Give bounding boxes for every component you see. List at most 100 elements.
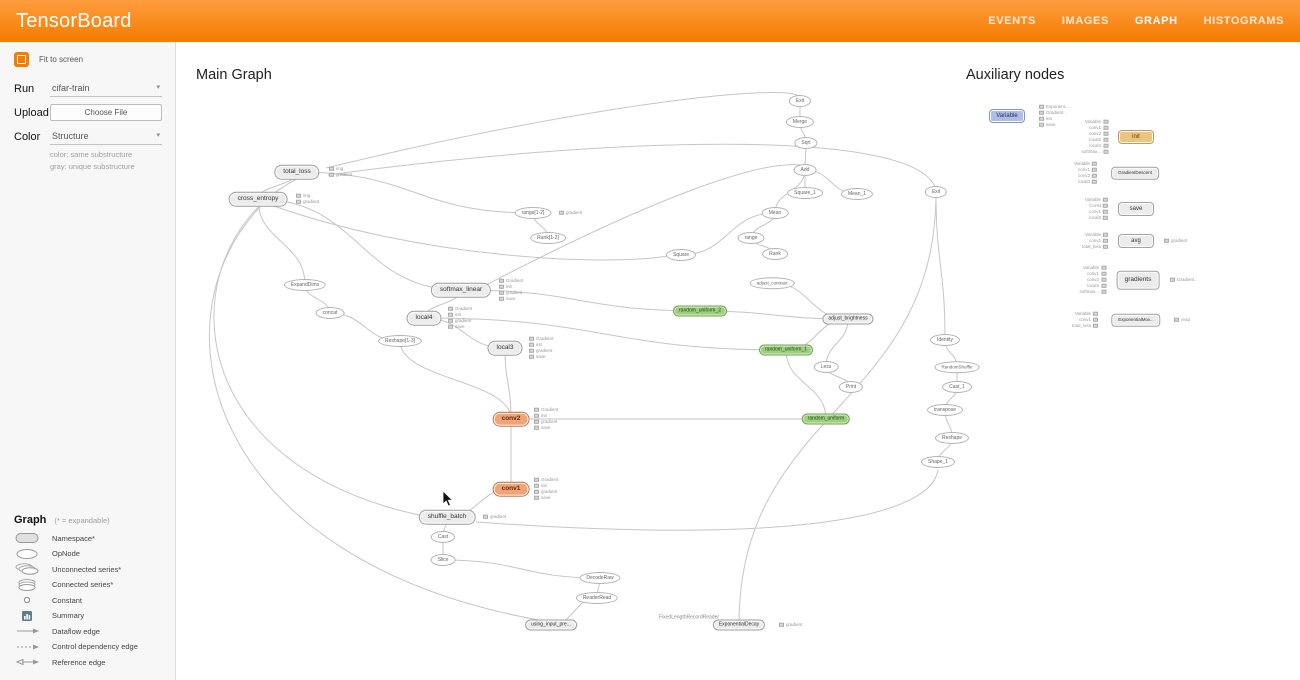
graph-node-aux_gd[interactable]: GradientDescent [1111, 167, 1159, 180]
annotation-icon [1103, 198, 1108, 202]
node-annotations[interactable]: Variableconv1conv2local3local4softmax... [1081, 120, 1108, 155]
graph-node-using_input[interactable]: using_input_pre... [525, 620, 577, 631]
annotation-icon [499, 285, 504, 289]
graph-node-conv2[interactable]: conv2 [493, 412, 530, 427]
node-annotations[interactable]: Gradient... [1170, 278, 1198, 283]
graph-node-expanddims[interactable]: ExpandDims [284, 279, 326, 291]
annotation-icon [1039, 111, 1044, 115]
run-select[interactable]: cifar-train [50, 80, 162, 97]
graph-node-square_1[interactable]: Square_1 [787, 187, 823, 199]
upload-label: Upload [14, 107, 50, 119]
fit-to-screen-icon[interactable] [14, 52, 29, 67]
node-annotations[interactable]: Exponent...Gradient...initsave [1039, 105, 1069, 128]
graph-node-shape_1[interactable]: Shape_1 [921, 456, 955, 468]
node-annotations[interactable]: VariableConstconv1local3 [1085, 198, 1108, 221]
annotation-icon [1093, 324, 1098, 328]
annotation-icon [1174, 318, 1179, 322]
graph-node-aux_save[interactable]: save [1118, 202, 1154, 216]
annotation-icon [1103, 233, 1108, 237]
graph-node-identity[interactable]: Identity [930, 334, 960, 346]
annotation-icon [529, 355, 534, 359]
annotation-icon [499, 291, 504, 295]
annotation-icon [329, 173, 334, 177]
annotation-icon [1092, 162, 1097, 166]
graph-node-square[interactable]: Square [666, 249, 696, 261]
graph-node-less[interactable]: Less [814, 361, 839, 373]
node-annotations[interactable]: gradient [559, 211, 582, 216]
fit-to-screen-button[interactable]: Fit to screen [0, 42, 175, 73]
graph-node-transpose[interactable]: transpose [927, 404, 963, 416]
graph-node-random_uniform_1[interactable]: random_uniform_1 [759, 345, 813, 356]
graph-node-reshape[interactable]: Reshape [935, 432, 969, 444]
graph-node-shuffle_batch[interactable]: shuffle_batch [419, 510, 476, 525]
tab-graph[interactable]: GRAPH [1135, 15, 1178, 27]
graph-node-sqrt[interactable]: Sqrt [794, 137, 817, 149]
node-annotations[interactable]: read [1174, 318, 1190, 323]
graph-node-aux_avg[interactable]: avg [1118, 234, 1154, 248]
tab-images[interactable]: IMAGES [1062, 15, 1109, 27]
graph-node-print[interactable]: Print [839, 381, 863, 393]
graph-node-mean[interactable]: Mean [762, 207, 789, 219]
annotation-icon [1103, 204, 1108, 208]
graph-node-reshape13[interactable]: Reshape[1-3] [378, 335, 422, 347]
graph-node-conv1[interactable]: conv1 [493, 482, 530, 497]
node-annotations[interactable]: Gradientinitgradientsave [499, 279, 523, 302]
legend-label: Namespace* [52, 534, 95, 543]
node-annotations[interactable]: gradient [1164, 239, 1187, 244]
graph-node-adjust_brightness[interactable]: adjust_brightness [822, 314, 873, 325]
graph-node-aux_ema[interactable]: ExponentialMov... [1111, 314, 1160, 327]
node-annotations[interactable]: gradient [779, 623, 802, 628]
node-annotations[interactable]: Variableconv1total_loss [1082, 233, 1108, 250]
node-annotations[interactable]: Gradientinitgradientsave [534, 408, 558, 431]
graph-node-readerread[interactable]: ReaderRead [576, 592, 618, 604]
choose-file-button[interactable]: Choose File [50, 104, 162, 121]
series-unconnected-icon [14, 562, 44, 576]
node-annotations[interactable]: Variableconv1conv2local4softmax... [1079, 266, 1106, 295]
graph-node-range_s[interactable]: range [738, 232, 765, 244]
graph-canvas[interactable]: total_loss imggradient cross_entropy imggra… [176, 42, 1300, 680]
graph-node-add[interactable]: Add [794, 164, 817, 176]
graph-node-softmax_linear[interactable]: softmax_linear [431, 283, 491, 298]
graph-node-rank_s[interactable]: Rank [762, 248, 788, 260]
node-annotations[interactable]: gradient [483, 515, 506, 520]
graph-node-decoderaw[interactable]: DecodeRaw [579, 572, 620, 584]
node-annotations[interactable]: Gradientinitgradientsave [448, 307, 472, 330]
graph-node-rank12[interactable]: Rank[1-2] [530, 232, 566, 244]
node-annotations[interactable]: Variableconv1conv2local3 [1074, 162, 1097, 185]
graph-node-local4[interactable]: local4 [407, 311, 442, 326]
graph-node-random_uniform_2[interactable]: random_uniform_2 [673, 306, 727, 317]
control-dep-icon [14, 640, 44, 654]
graph-node-aux_variable[interactable]: Variable [989, 109, 1025, 123]
annotation-icon [483, 515, 488, 519]
tab-events[interactable]: EVENTS [988, 15, 1036, 27]
graph-node-cast[interactable]: Cast [431, 531, 455, 543]
node-annotations[interactable]: Variableconv1total_loss [1072, 312, 1098, 329]
tab-histograms[interactable]: HISTOGRAMS [1204, 15, 1284, 27]
graph-node-aux_init[interactable]: init [1118, 130, 1154, 144]
graph-node-range12[interactable]: range[1-2] [515, 207, 552, 219]
annotation-icon [534, 484, 539, 488]
node-annotations[interactable]: imggradient [296, 194, 319, 205]
node-annotations[interactable]: Gradientinitgradientsave [534, 478, 558, 501]
graph-node-aux_grads[interactable]: gradients [1117, 271, 1160, 290]
graph-node-local3[interactable]: local3 [488, 341, 523, 356]
graph-node-concat[interactable]: concat [316, 307, 345, 319]
graph-node-random_uniform[interactable]: random_uniform [802, 414, 850, 425]
main-graph-title: Main Graph [196, 67, 272, 83]
graph-node-exp_decay[interactable]: ExponentialDecay [713, 620, 765, 631]
color-select[interactable]: Structure [50, 128, 162, 145]
node-annotations[interactable]: imggradient [329, 167, 352, 178]
graph-node-exit_1[interactable]: Exit [925, 186, 947, 198]
graph-node-randomsh[interactable]: RandomShuffle [935, 361, 980, 373]
graph-node-total_loss[interactable]: total_loss [274, 165, 319, 180]
graph-node-cast_1[interactable]: Cast_1 [942, 381, 972, 393]
graph-node-slice[interactable]: Slice [431, 554, 456, 566]
annotation-icon [1103, 150, 1108, 154]
graph-node-adj_contrast[interactable]: adjust_contrast [750, 277, 795, 289]
legend-label: Constant [52, 596, 82, 605]
node-annotations[interactable]: Gradientinitgradientsave [529, 337, 553, 360]
graph-node-exit_top[interactable]: Exit [789, 95, 811, 107]
graph-node-merge[interactable]: Merge [786, 116, 814, 128]
graph-node-mean_1[interactable]: Mean_1 [841, 188, 873, 200]
graph-node-cross_entropy[interactable]: cross_entropy [229, 192, 288, 207]
